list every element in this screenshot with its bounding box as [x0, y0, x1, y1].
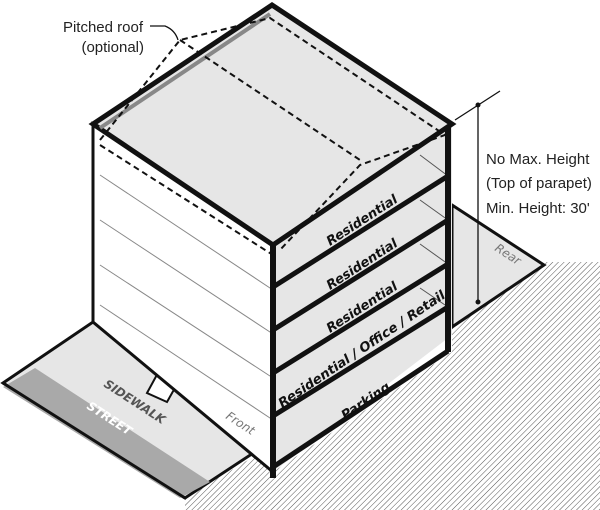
pitched-roof-label: Pitched roof: [63, 19, 144, 36]
pitched-roof-optional: (optional): [81, 39, 144, 56]
ground-section: [185, 262, 600, 510]
street: [3, 368, 210, 498]
pitched-roof-outline: [99, 16, 448, 256]
floor-section: [273, 124, 452, 472]
height-min-label: Min. Height: 30': [486, 200, 590, 217]
height-max-label: No Max. Height: [486, 151, 590, 168]
roof: [88, 2, 457, 249]
height-parapet-label: (Top of parapet): [486, 175, 592, 192]
leader-arrow: [150, 25, 179, 41]
